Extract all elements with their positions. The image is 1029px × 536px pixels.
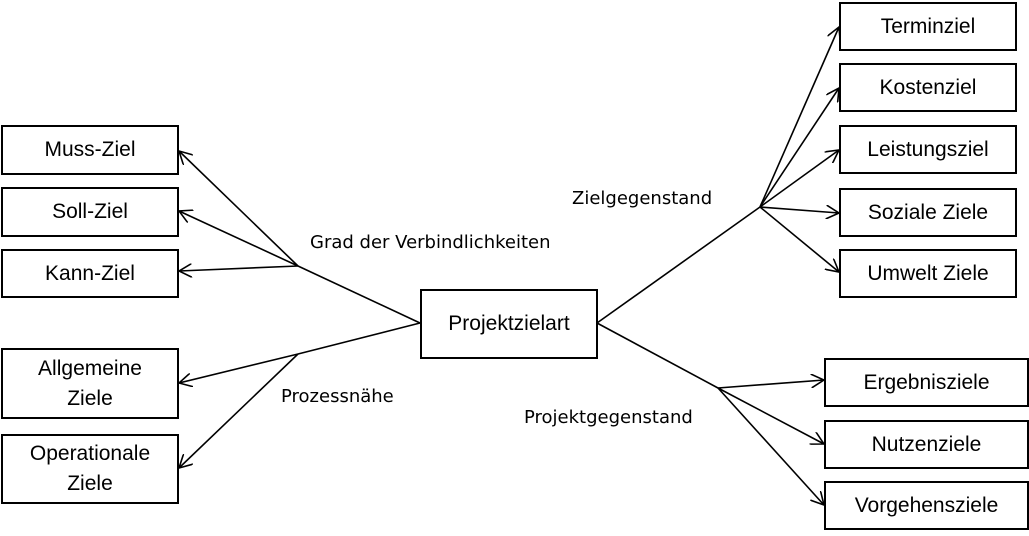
node-label: Kostenziel	[879, 75, 977, 99]
node-muss-ziel: Muss-Ziel	[1, 125, 179, 175]
node-vorgehensziele: Vorgehensziele	[824, 481, 1029, 530]
branch-line	[297, 265, 421, 324]
node-allgemeine-ziele: Allgemeine Ziele	[1, 348, 179, 419]
branch-label-projektgegenstand: Projektgegenstand	[524, 407, 693, 428]
node-umwelt-ziele: Umwelt Ziele	[839, 249, 1017, 298]
node-ergebnisziele: Ergebnisziele	[824, 358, 1029, 407]
arrow	[717, 387, 824, 505]
arrow	[759, 207, 839, 213]
node-label: Terminziel	[880, 14, 976, 38]
arrow	[759, 88, 839, 208]
node-label: Vorgehensziele	[854, 493, 999, 517]
node-soll-ziel: Soll-Ziel	[1, 187, 179, 237]
node-terminziel: Terminziel	[839, 2, 1017, 51]
arrow	[717, 387, 824, 444]
node-label: Allgemeine Ziele	[38, 356, 142, 410]
arrow	[179, 353, 299, 383]
node-label: Nutzenziele	[871, 432, 982, 456]
arrow	[759, 27, 839, 208]
node-label: Umwelt Ziele	[867, 261, 989, 285]
center-node: Projektzielart	[420, 289, 598, 359]
arrow	[179, 266, 299, 271]
arrow	[179, 353, 299, 468]
node-label: Soziale Ziele	[867, 200, 989, 224]
branch-line	[297, 322, 421, 355]
node-kostenziel: Kostenziel	[839, 63, 1017, 112]
node-kann-ziel: Kann-Ziel	[1, 249, 179, 298]
branch-label-prozessnaehe: Prozessnähe	[281, 386, 394, 407]
arrow	[759, 150, 839, 208]
node-label: Muss-Ziel	[44, 138, 136, 161]
node-operationale-ziele: Operationale Ziele	[1, 434, 179, 504]
arrow	[179, 151, 299, 267]
branch-label-verbindlichkeit: Grad der Verbindlichkeiten	[310, 232, 551, 253]
node-label: Soll-Ziel	[52, 200, 128, 223]
node-label: Ergebnisziele	[863, 370, 990, 394]
center-label: Projektzielart	[448, 312, 570, 335]
arrow	[759, 206, 839, 272]
node-label: Kann-Ziel	[45, 261, 135, 285]
node-nutzenziele: Nutzenziele	[824, 420, 1029, 469]
node-label: Operationale Ziele	[29, 442, 151, 495]
branch-line	[596, 322, 719, 389]
node-soziale-ziele: Soziale Ziele	[839, 188, 1017, 237]
node-label: Leistungsziel	[867, 137, 989, 161]
arrow	[717, 380, 824, 389]
branch-line	[596, 206, 761, 324]
branch-label-zielgegenstand: Zielgegenstand	[572, 188, 713, 209]
arrow	[179, 211, 299, 267]
node-leistungsziel: Leistungsziel	[839, 125, 1017, 174]
